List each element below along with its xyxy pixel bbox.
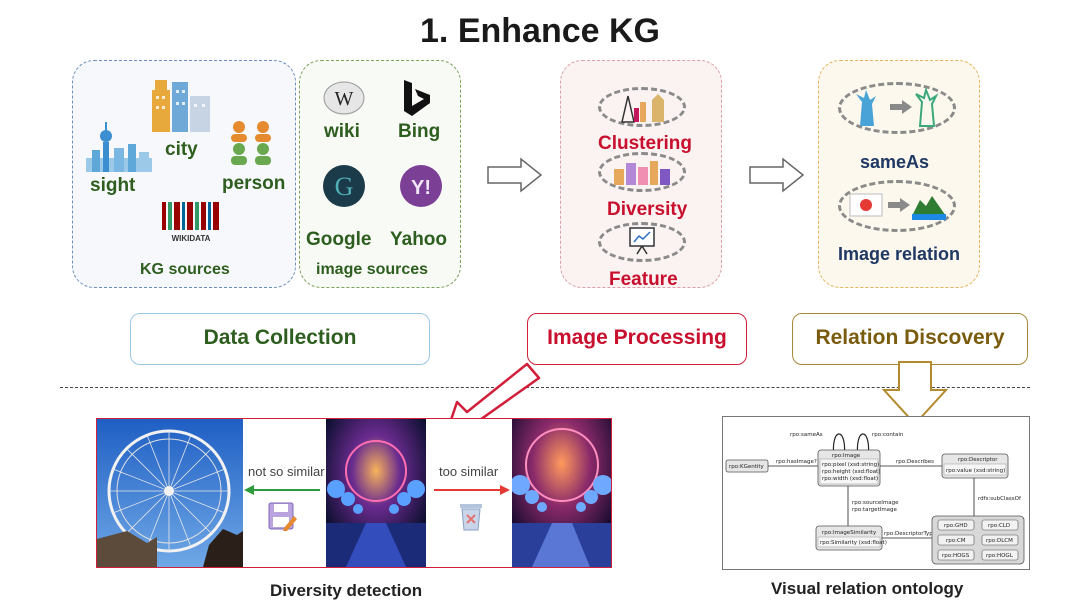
kg-sources-caption: KG sources — [140, 261, 230, 278]
image-relation-icon — [849, 193, 946, 220]
ont-hasimage-label: rpo:hasImage? — [776, 459, 817, 465]
flow-arrow-1-icon — [487, 157, 543, 193]
sameas-oval — [838, 82, 956, 134]
not-similar-text: not so similar — [248, 464, 325, 479]
clustering-icon — [621, 94, 664, 123]
ont-source-image-label: rpo:sourceImage — [852, 500, 899, 506]
save-edit-icon — [268, 502, 297, 531]
relation-discovery-stage: Relation Discovery — [792, 313, 1028, 365]
svg-text:Y!: Y! — [411, 177, 431, 199]
section-divider — [60, 387, 1030, 388]
ont-image-prop-1: rpo:pixel (xsd:string) — [822, 462, 879, 468]
city-icon — [152, 80, 210, 132]
svg-text:G: G — [335, 172, 354, 201]
ont-kgentity-node: rpo:KGentity — [729, 464, 765, 470]
google-logo: G — [323, 165, 365, 207]
ont-descriptortype-label: rpo:DescriptorType — [884, 531, 937, 537]
ont-desc-hogl: rpo:HOGL — [986, 553, 1014, 559]
person-icon — [231, 121, 271, 165]
clustering-label: Clustering — [598, 133, 692, 154]
ont-describes-label: rpo:Describes — [896, 459, 934, 465]
bing-label: Bing — [398, 121, 441, 142]
ont-desc-dlcm: rpo:DLCM — [986, 538, 1013, 544]
diversity-oval — [598, 152, 686, 192]
wiki-label: wiki — [324, 121, 360, 142]
google-label: Google — [306, 229, 372, 250]
ont-similarity-node: rpo:ImageSimilarity — [822, 530, 877, 536]
person-label: person — [222, 173, 286, 194]
trash-icon — [460, 504, 482, 531]
diversity-icon — [614, 161, 670, 185]
ont-desc-ghd: rpo:GHD — [944, 523, 968, 529]
yahoo-logo: Y! — [400, 165, 442, 207]
bing-logo — [404, 80, 430, 116]
sameas-label: sameAs — [860, 152, 930, 172]
wikipedia-logo: W — [323, 81, 365, 115]
city-label: city — [165, 139, 198, 160]
ont-contain-label: rpo:contain — [872, 432, 904, 438]
ont-desc-cm: rpo:CM — [946, 538, 966, 544]
ont-image-node: rpo:Image — [832, 453, 861, 459]
sight-icon — [86, 122, 152, 172]
green-left-arrow-icon — [244, 485, 320, 495]
wikidata-wordmark: WIKIDATA — [172, 234, 211, 243]
diversity-label: Diversity — [607, 199, 688, 220]
feature-oval — [598, 222, 686, 262]
sameas-icon — [856, 88, 939, 127]
feature-label: Feature — [609, 269, 678, 290]
red-right-arrow-icon — [434, 485, 510, 495]
ont-image-prop-3: rpo:width (xsd:float) — [822, 476, 878, 482]
flow-arrow-2-icon — [749, 157, 805, 193]
wikidata-logo: WIKIDATA — [162, 202, 219, 243]
ont-desc-cld: rpo:CLD — [988, 523, 1010, 529]
page-title: 1. Enhance KG — [420, 12, 660, 50]
ont-image-prop-2: rpo:height (xsd:float) — [822, 469, 880, 475]
image-relation-label: Image relation — [838, 244, 961, 264]
ontology-diagram: rpo:sameAs rpo:contain rpo:KGentity rpo:… — [725, 432, 1025, 565]
sight-label: sight — [90, 175, 136, 196]
ont-descriptor-node: rpo:Descriptor — [958, 457, 998, 463]
clustering-oval — [598, 87, 686, 127]
yahoo-label: Yahoo — [390, 229, 448, 250]
light-tunnel-photo-2 — [512, 419, 611, 567]
ont-subclass-label: rdfs:subClassOf — [978, 496, 1022, 502]
ont-target-image-label: rpo:targetImage — [852, 507, 898, 513]
ont-desc-hogs: rpo:HOGS — [942, 553, 970, 559]
image-sources-caption: image sources — [316, 261, 429, 278]
ont-descriptor-prop: rpo:value (xsd:string) — [946, 468, 1005, 474]
too-similar-text: too similar — [439, 464, 499, 479]
data-collection-stage: Data Collection — [130, 313, 430, 365]
diversity-caption: Diversity detection — [270, 581, 423, 600]
ont-similarity-prop: rpo:Similarity (xsd:float) — [820, 540, 887, 546]
feature-chart-icon — [629, 227, 655, 255]
image-processing-stage: Image Processing — [527, 313, 747, 365]
ont-sameas-label: rpo:sameAs — [790, 432, 823, 438]
down-arrow-icon — [881, 361, 949, 426]
svg-text:W: W — [335, 88, 354, 110]
ontology-caption: Visual relation ontology — [771, 579, 964, 598]
ferris-wheel-photo — [97, 419, 243, 567]
light-tunnel-photo-1 — [326, 419, 426, 567]
image-relation-oval — [838, 180, 956, 232]
